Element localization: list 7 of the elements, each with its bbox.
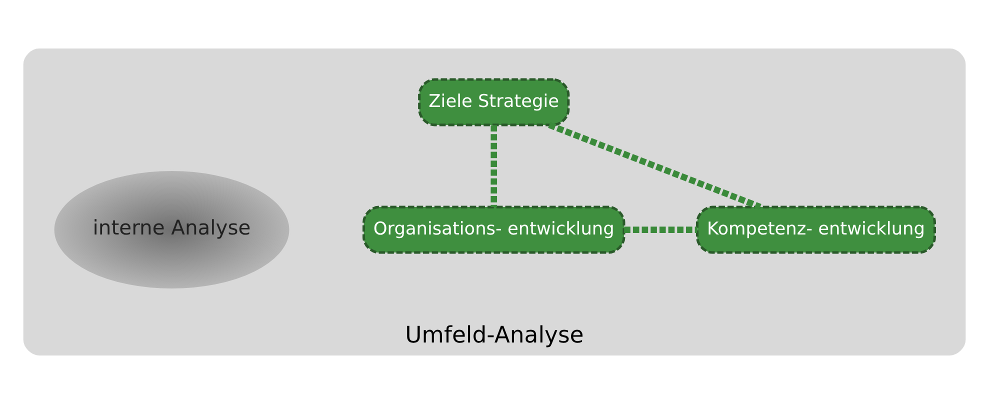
- node-box: Kompetenz- entwicklung: [696, 205, 936, 254]
- node-box: Ziele Strategie: [418, 78, 570, 126]
- node-ellipse: interne Analyse: [53, 169, 290, 290]
- connector: [624, 226, 698, 232]
- node-box: Organisations- entwicklung: [362, 205, 626, 254]
- connector: [548, 122, 762, 210]
- connector: [490, 124, 498, 206]
